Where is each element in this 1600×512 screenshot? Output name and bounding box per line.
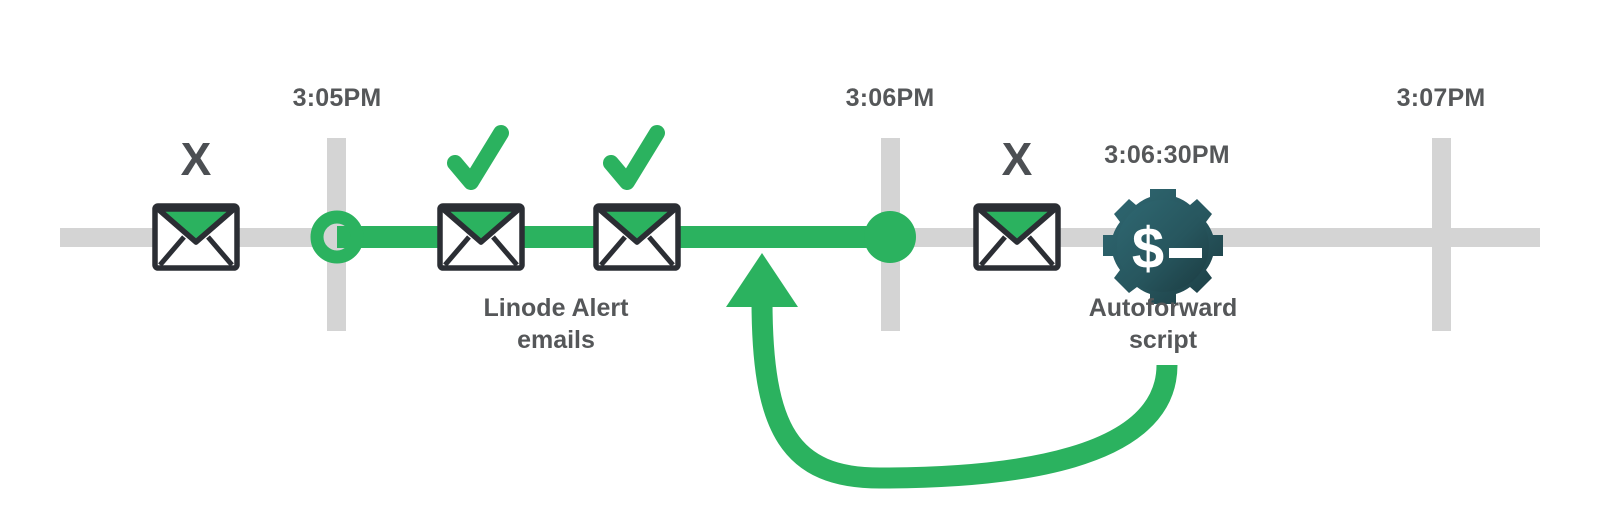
linode-alert-emails-label: Linode Alert emails — [483, 294, 629, 354]
envelope-2-icon — [437, 203, 525, 271]
tick-label-306: 3:06PM — [845, 84, 935, 112]
checkmark-icon-envelope-2 — [447, 125, 509, 190]
checkmark-icon-envelope-3 — [603, 125, 665, 190]
envelope-3-icon — [593, 203, 681, 271]
dollar-prompt-glyph: $ — [1132, 216, 1164, 281]
gridline-tick-305 — [327, 138, 346, 331]
autoforward-feedback-arrowhead — [726, 253, 798, 307]
gridline-tick-307 — [1432, 138, 1451, 331]
x-mark-envelope-4: X — [1001, 133, 1033, 185]
tick-label-305: 3:05PM — [292, 84, 382, 112]
ring-marker-305 — [310, 210, 364, 264]
underscore-prompt-glyph — [1169, 248, 1202, 258]
envelope-1-icon — [152, 203, 240, 271]
tick-label-307: 3:07PM — [1396, 84, 1486, 112]
envelope-4-icon — [973, 203, 1061, 271]
dot-marker-306 — [864, 211, 916, 263]
x-mark-envelope-1: X — [180, 133, 212, 185]
gear-script-icon: $ — [1103, 189, 1223, 304]
autoforward-feedback-arrow-curve — [751, 299, 1178, 489]
autoforward-script-label: Autoforward script — [1088, 294, 1238, 354]
autoforward-time-label: 3:06:30PM — [1104, 141, 1230, 169]
